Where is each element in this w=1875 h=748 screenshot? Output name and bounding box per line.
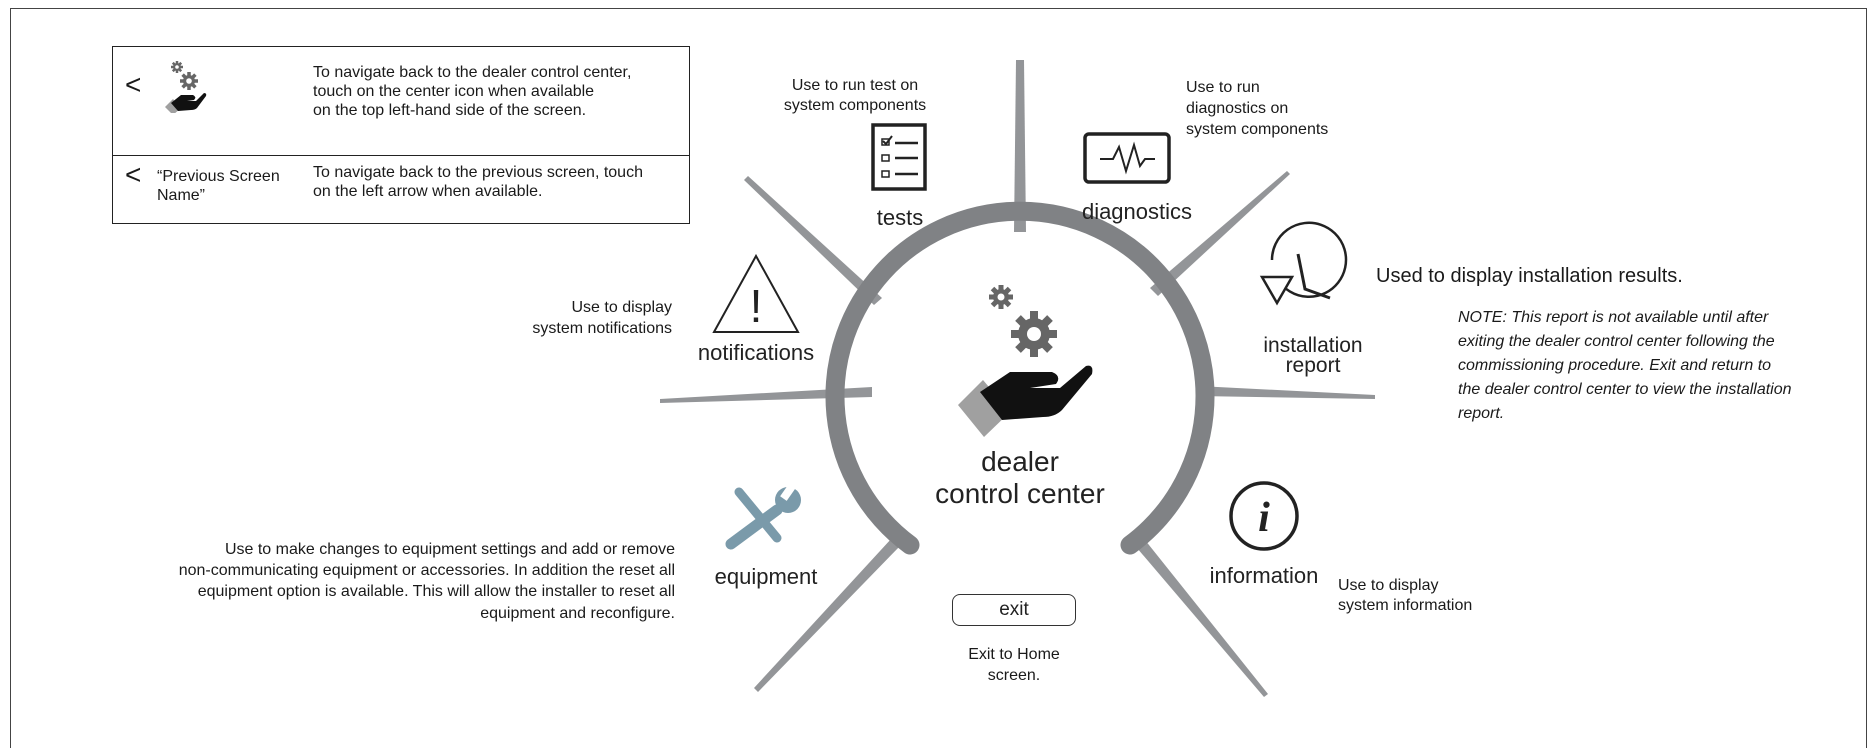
diagnostics-desc-3: system components	[1186, 121, 1329, 138]
legend-row1-text-2: touch on the center icon when available	[313, 83, 595, 100]
spoke-left	[660, 387, 872, 403]
history-clock-icon[interactable]	[1259, 221, 1348, 306]
legend-row1-text-1: To navigate back to the dealer control c…	[313, 64, 632, 81]
legend-row2-name-2: Name”	[157, 187, 206, 204]
center-label-1: dealer	[981, 446, 1059, 477]
installation-note-5: report.	[1458, 405, 1505, 422]
installation-report-label-1[interactable]: installation	[1263, 334, 1363, 357]
spoke-lower-right	[1137, 540, 1268, 697]
tests-label[interactable]: tests	[876, 205, 924, 230]
warning-triangle-icon[interactable]: !	[712, 253, 800, 333]
diagram-frame	[10, 8, 1867, 748]
gears-hand-mini-icon	[165, 61, 207, 113]
legend-row2-text-2: on the left arrow when available.	[313, 183, 543, 200]
diagnostics-label[interactable]: diagnostics	[1081, 199, 1193, 224]
installation-report-desc: Used to display installation results.	[1376, 265, 1683, 287]
wrench-screwdriver-icon[interactable]	[725, 483, 801, 550]
back-arrow-icon: <	[125, 159, 142, 190]
info-circle-icon[interactable]: i	[1229, 481, 1299, 551]
cuff	[958, 380, 1010, 437]
installation-note-3: commissioning procedure. Exit and return…	[1458, 357, 1772, 374]
small-gear	[989, 285, 1013, 309]
center-label-2: control center	[935, 478, 1105, 509]
tests-desc-1: Use to run test on	[791, 77, 919, 94]
spoke-right	[1198, 386, 1375, 399]
legend-row-previous-screen: < “Previous Screen Name” To navigate bac…	[113, 155, 689, 225]
equipment-desc-1: Use to make changes to equipment setting…	[224, 541, 675, 558]
back-arrow-icon: <	[125, 69, 142, 100]
exit-desc-1: Exit to Home	[968, 646, 1060, 663]
spoke-lower-left	[754, 538, 900, 692]
diagnostics-desc-1: Use to run	[1186, 79, 1260, 96]
legend-row1-text-3: on the top left-hand side of the screen.	[313, 102, 587, 119]
information-desc-1: Use to display	[1338, 577, 1439, 594]
notifications-label[interactable]: notifications	[697, 340, 815, 365]
equipment-desc-3: equipment option is available. This will…	[197, 583, 675, 600]
equipment-label[interactable]: equipment	[714, 564, 818, 589]
equipment-desc-2: non-communicating equipment or accessori…	[178, 562, 675, 579]
navigation-legend: < To navigate back to the dealer control…	[112, 46, 690, 224]
equipment-desc-4: equipment and reconfigure.	[480, 605, 675, 622]
information-label[interactable]: information	[1209, 563, 1319, 588]
installation-note-1: NOTE: This report is not available until…	[1458, 309, 1769, 326]
hand	[980, 365, 1093, 420]
large-gear	[1011, 311, 1057, 357]
legend-row2-name-1: “Previous Screen	[157, 168, 280, 185]
checklist-icon[interactable]	[871, 123, 927, 191]
spoke-upper-right	[1150, 171, 1290, 296]
waveform-monitor-icon[interactable]	[1083, 132, 1171, 184]
legend-row-dealer-center: < To navigate back to the dealer control…	[113, 47, 689, 156]
spoke-upper-left	[744, 176, 882, 305]
installation-report-label-2[interactable]: report	[1285, 354, 1341, 377]
installation-note-4: the dealer control center to view the in…	[1458, 381, 1792, 398]
tests-desc-2: system components	[783, 97, 927, 114]
exit-button[interactable]: exit	[952, 594, 1076, 626]
exit-desc-2: screen.	[987, 667, 1041, 684]
gears-hand-icon[interactable]	[958, 285, 1093, 437]
legend-row2-text-1: To navigate back to the previous screen,…	[313, 164, 643, 181]
svg-text:!: !	[750, 280, 763, 332]
spokes	[660, 60, 1375, 697]
information-desc-2: system information	[1338, 597, 1473, 614]
spoke-top	[1014, 60, 1026, 232]
svg-text:i: i	[1258, 495, 1270, 541]
installation-note-2: exiting the dealer control center follow…	[1458, 333, 1775, 350]
center-ring	[825, 201, 1215, 555]
diagnostics-desc-2: diagnostics on	[1186, 100, 1289, 117]
notifications-desc-1: Use to display	[571, 299, 673, 316]
notifications-desc-2: system notifications	[532, 320, 672, 337]
